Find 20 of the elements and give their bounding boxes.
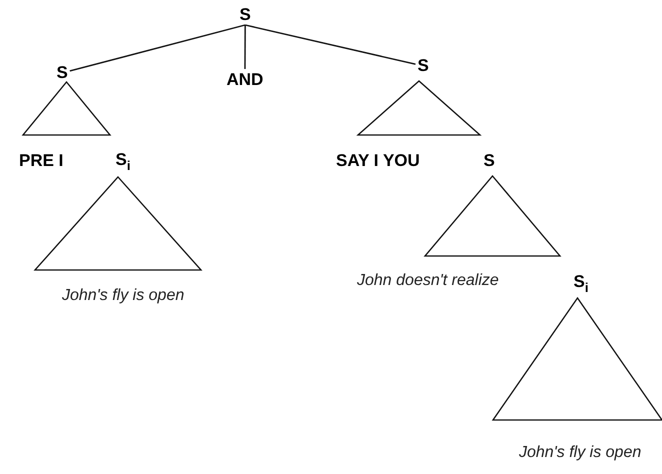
category-label: S [418,56,429,76]
tree-branch [70,24,246,72]
category-label: S [240,5,251,25]
sentence-text: John's fly is open [62,287,184,305]
category-label: SAY I YOU [336,151,420,171]
abbreviation-triangle [23,82,110,135]
category-label: S [56,63,68,83]
sentence-text: John doesn't realize [357,272,499,290]
category-label: S$_{i}$ [574,272,588,292]
sentence-text: John's fly is open [519,444,642,462]
category-label: S [484,151,495,171]
abbreviation-triangle [358,81,480,135]
tree-branch [245,24,416,65]
category-label: S$_{i}$ [116,150,130,170]
abbreviation-triangle [425,176,560,256]
category-label: AND [226,70,264,90]
tree-branch [244,25,246,69]
category-label: PRE I [19,151,64,171]
abbreviation-triangle [493,298,662,420]
abbreviation-triangle [35,177,201,270]
